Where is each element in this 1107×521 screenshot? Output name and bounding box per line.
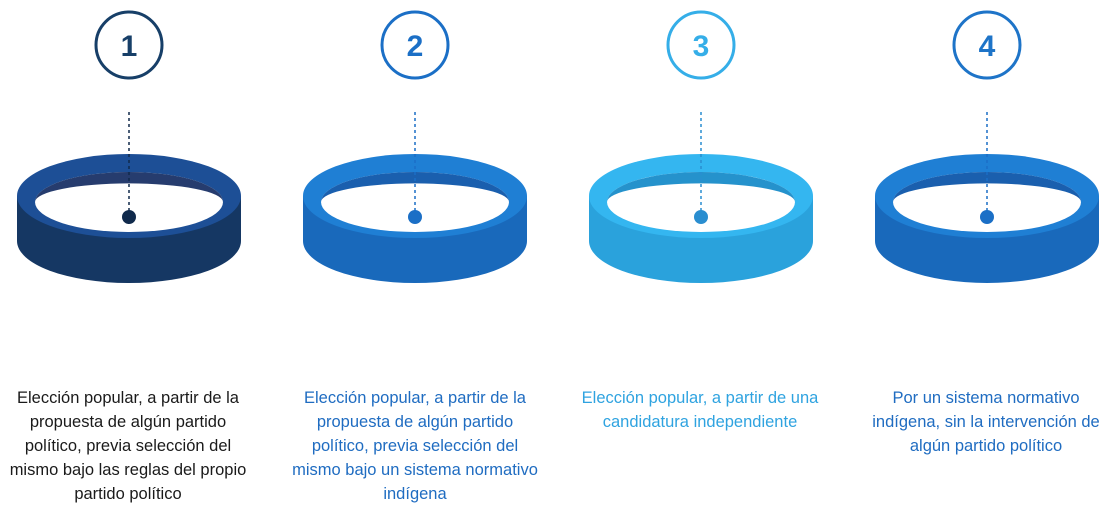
step-3-badge	[666, 10, 736, 80]
ring-2-center-dot	[408, 210, 422, 224]
step-3-description: Elección popular, a partir de una candid…	[581, 389, 819, 431]
step-4-description: Por un sistema normativo indígena, sin l…	[872, 389, 1100, 455]
step-1-description: Elección popular, a partir de la propues…	[9, 389, 247, 503]
ring-1-inner-wall	[35, 172, 223, 202]
step-3-number: 3	[693, 30, 710, 63]
ring-4-inner-wall	[893, 172, 1081, 202]
ring-3-inner-wall	[607, 172, 795, 202]
step-2-badge	[380, 10, 450, 80]
ring-3-center-dot	[694, 210, 708, 224]
step-1-number: 1	[121, 30, 138, 63]
step-4-badge	[952, 10, 1022, 80]
ring-4-center-dot	[980, 210, 994, 224]
ring-1-center-dot	[122, 210, 136, 224]
step-4-number: 4	[979, 30, 996, 63]
step-1-badge	[94, 10, 164, 80]
ring-2-inner-wall	[321, 172, 509, 202]
step-2-description: Elección popular, a partir de la propues…	[292, 389, 538, 503]
step-2-number: 2	[407, 30, 424, 63]
